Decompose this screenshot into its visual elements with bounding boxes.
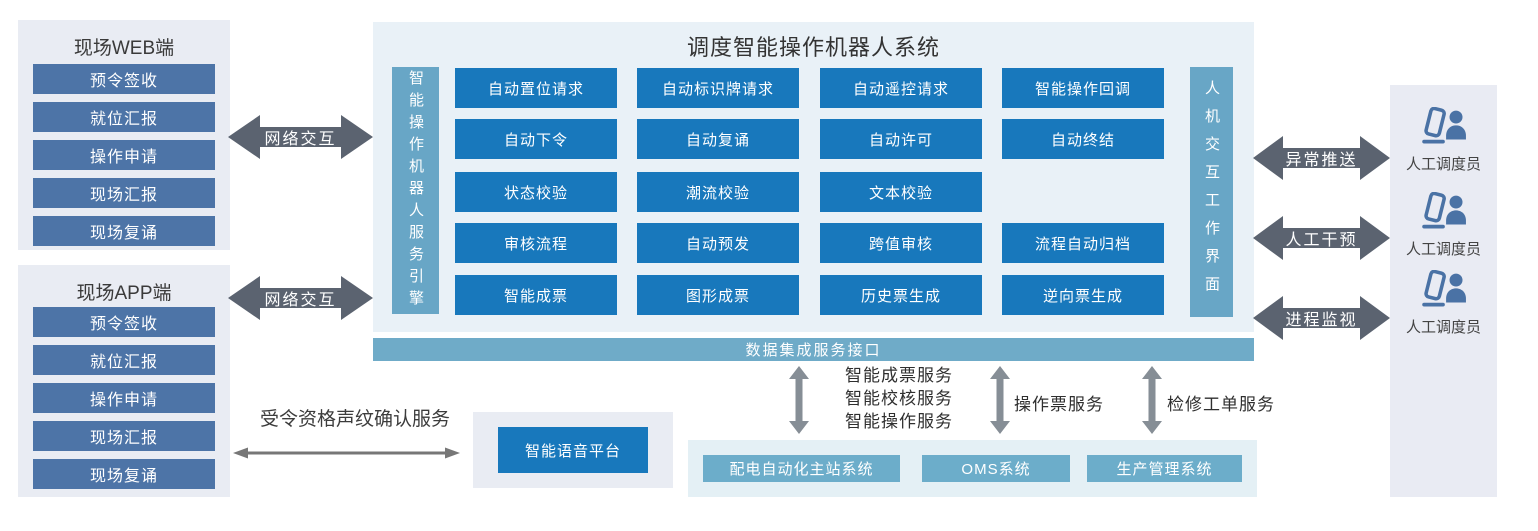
double-arrow-icon (228, 276, 373, 320)
module-graphic-ticket[interactable]: 图形成票 (637, 275, 799, 315)
app-item-site-report[interactable]: 现场汇报 (33, 421, 215, 451)
network-arrow-web-label: 网络交互 (264, 131, 337, 148)
exception-push-label: 异常推送 (1285, 152, 1358, 169)
vertical-double-arrow-icon (990, 366, 1010, 434)
exception-push-arrow: 异常推送 (1253, 136, 1390, 180)
vertical-double-arrow-icon (789, 366, 809, 434)
dispatcher-3-label: 人工调度员 (1405, 319, 1481, 336)
module-auto-permit[interactable]: 自动许可 (820, 119, 982, 159)
smart-services-label: 智能成票服务 智能校核服务 智能操作服务 (845, 364, 953, 433)
smart-ticket-service-line: 智能成票服务 (845, 366, 953, 385)
module-auto-tag-request[interactable]: 自动标识牌请求 (637, 68, 799, 108)
module-auto-repeat[interactable]: 自动复诵 (637, 119, 799, 159)
module-smart-op-callback[interactable]: 智能操作回调 (1002, 68, 1164, 108)
hmi-workbench-bar: 人机交互工作界面 (1190, 67, 1233, 317)
dispatcher-3: 人工调度员 (1390, 270, 1497, 337)
voiceprint-service-label: 受令资格声纹确认服务 (259, 409, 450, 430)
web-item-operation-apply[interactable]: 操作申请 (33, 140, 215, 170)
network-arrow-app: 网络交互 (228, 276, 373, 320)
app-item-order-sign[interactable]: 预令签收 (33, 307, 215, 337)
vertical-double-arrow-icon (1142, 366, 1162, 434)
module-auto-remote-request[interactable]: 自动遥控请求 (820, 68, 982, 108)
web-item-in-place-report[interactable]: 就位汇报 (33, 102, 215, 132)
field-web-title: 现场WEB端 (73, 38, 175, 59)
smart-operation-service-line: 智能操作服务 (845, 412, 953, 431)
network-arrow-app-label: 网络交互 (264, 292, 337, 309)
link-arrow-maintenance-order (1142, 366, 1162, 434)
module-auto-command[interactable]: 自动下令 (455, 119, 617, 159)
system-title: 调度智能操作机器人系统 (686, 35, 940, 60)
field-app-panel: 现场APP端 预令签收 就位汇报 操作申请 现场汇报 现场复诵 (18, 265, 230, 497)
web-item-site-report[interactable]: 现场汇报 (33, 178, 215, 208)
external-systems-panel: 配电自动化主站系统 OMS系统 生产管理系统 (688, 440, 1257, 497)
voice-platform-panel: 智能语音平台 (473, 412, 673, 488)
thin-double-arrow-icon (233, 447, 460, 459)
service-engine-bar: 智能操作机器人服务引擎 (392, 67, 439, 314)
dispatcher-2: 人工调度员 (1390, 192, 1497, 259)
module-history-ticket[interactable]: 历史票生成 (820, 275, 982, 315)
field-app-title: 现场APP端 (76, 283, 172, 304)
dispatcher-panel: 人工调度员 人工调度员 人工调度员 (1390, 85, 1497, 497)
web-item-site-repeat[interactable]: 现场复诵 (33, 216, 215, 246)
data-integration-bus: 数据集成服务接口 (373, 338, 1254, 361)
module-auto-preissue[interactable]: 自动预发 (637, 223, 799, 263)
module-flow-check[interactable]: 潮流校验 (637, 172, 799, 212)
production-mgmt-system-button[interactable]: 生产管理系统 (1087, 455, 1242, 482)
module-state-check[interactable]: 状态校验 (455, 172, 617, 212)
process-monitor-arrow: 进程监视 (1253, 296, 1390, 340)
voice-platform-button[interactable]: 智能语音平台 (498, 427, 648, 473)
operator-at-screen-icon (1421, 270, 1466, 307)
distribution-master-system-button[interactable]: 配电自动化主站系统 (703, 455, 900, 482)
oms-system-button[interactable]: OMS系统 (922, 455, 1070, 482)
module-text-check[interactable]: 文本校验 (820, 172, 982, 212)
voiceprint-service-arrow (233, 446, 460, 460)
smart-check-service-line: 智能校核服务 (845, 389, 953, 408)
module-auto-finish[interactable]: 自动终结 (1002, 119, 1164, 159)
dispatcher-2-label: 人工调度员 (1405, 241, 1481, 258)
module-smart-ticket[interactable]: 智能成票 (455, 275, 617, 315)
link-arrow-smart-services (789, 366, 809, 434)
robot-system-panel: 调度智能操作机器人系统 智能操作机器人服务引擎 人机交互工作界面 自动置位请求 … (373, 22, 1254, 332)
double-arrow-icon (1253, 216, 1390, 260)
module-auto-set-request[interactable]: 自动置位请求 (455, 68, 617, 108)
operator-at-screen-icon (1421, 107, 1466, 144)
double-arrow-icon (1253, 296, 1390, 340)
manual-intervention-label: 人工干预 (1285, 232, 1358, 249)
web-item-order-sign[interactable]: 预令签收 (33, 64, 215, 94)
process-monitor-label: 进程监视 (1285, 312, 1358, 329)
app-item-in-place-report[interactable]: 就位汇报 (33, 345, 215, 375)
field-web-panel: 现场WEB端 预令签收 就位汇报 操作申请 现场汇报 现场复诵 (18, 20, 230, 250)
manual-intervention-arrow: 人工干预 (1253, 216, 1390, 260)
network-arrow-web: 网络交互 (228, 115, 373, 159)
module-review-flow[interactable]: 审核流程 (455, 223, 617, 263)
operation-ticket-service-label: 操作票服务 (1014, 395, 1104, 414)
double-arrow-icon (1253, 136, 1390, 180)
app-item-site-repeat[interactable]: 现场复诵 (33, 459, 215, 489)
double-arrow-icon (228, 115, 373, 159)
dispatcher-1-label: 人工调度员 (1405, 156, 1481, 173)
module-cross-review[interactable]: 跨值审核 (820, 223, 982, 263)
module-reverse-ticket[interactable]: 逆向票生成 (1002, 275, 1164, 315)
maintenance-order-service-label: 检修工单服务 (1167, 395, 1275, 414)
module-auto-archive[interactable]: 流程自动归档 (1002, 223, 1164, 263)
operator-at-screen-icon (1421, 192, 1466, 229)
dispatcher-1: 人工调度员 (1390, 107, 1497, 174)
link-arrow-operation-ticket (990, 366, 1010, 434)
app-item-operation-apply[interactable]: 操作申请 (33, 383, 215, 413)
